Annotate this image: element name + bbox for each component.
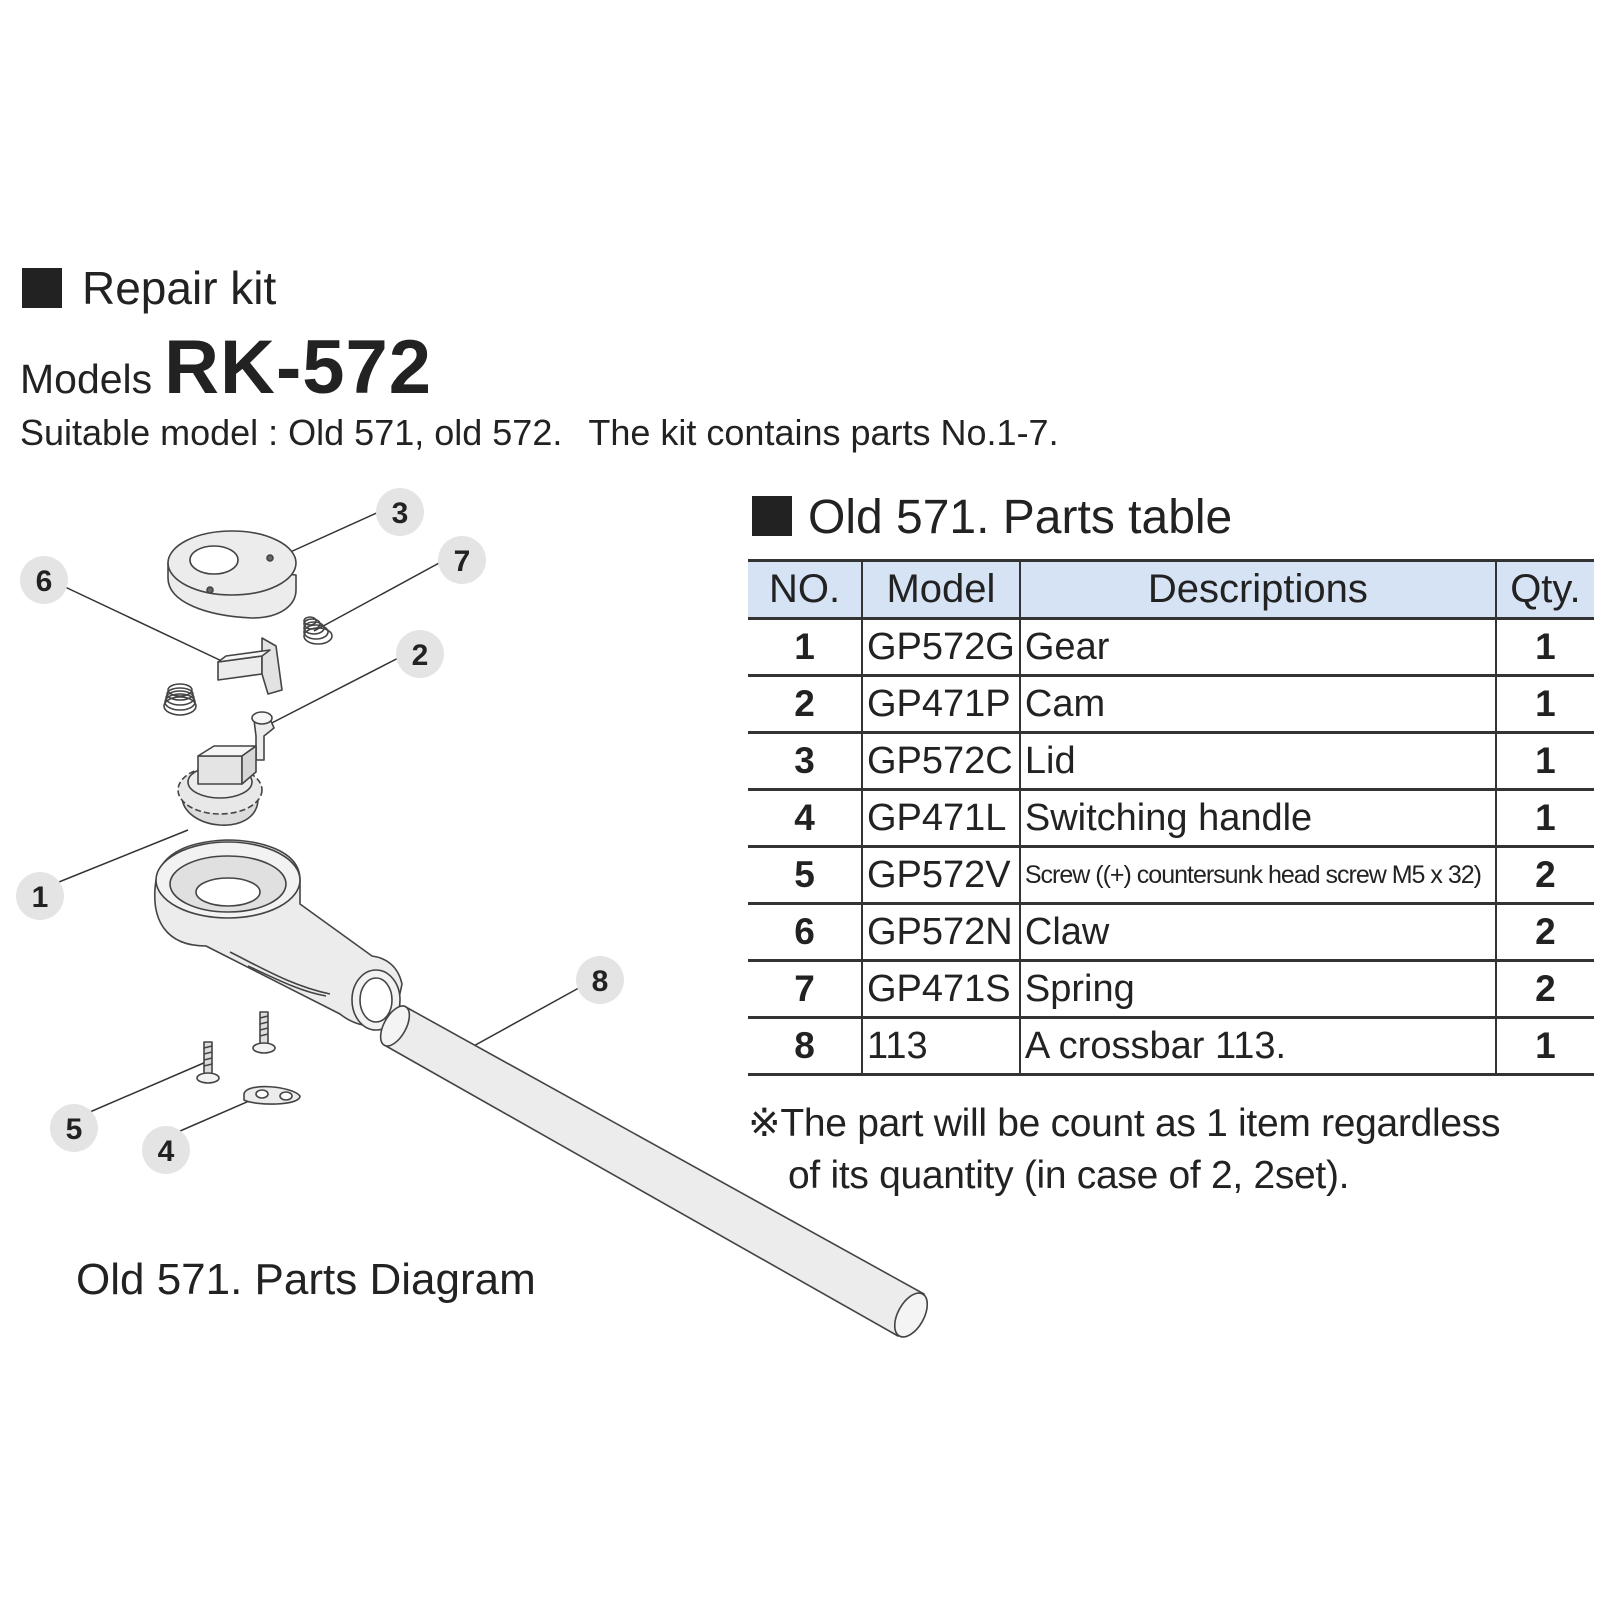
callout-2: 2 [396,630,444,678]
cell-no: 5 [748,846,863,905]
svg-text:7: 7 [454,545,471,578]
parts-table-title: Old 571. Parts table [808,491,1233,544]
callout-1: 1 [16,872,64,920]
screw-part-right [252,1011,276,1054]
heading-square-bullet [22,268,62,308]
section-heading: Repair kit [22,262,276,314]
column-header-qty: Qty. [1494,559,1594,620]
callout-8: 8 [576,956,624,1004]
cell-no: 6 [748,903,863,962]
leader-line-6 [45,577,227,664]
cell-no: 4 [748,789,863,848]
cell-model: GP572G [861,618,1021,677]
column-header-model: Model [861,559,1021,620]
callout-7: 7 [438,536,486,584]
quantity-note: ※The part will be count as 1 item regard… [748,1098,1500,1202]
diagram-caption: Old 571. Parts Diagram [76,1255,536,1304]
cell-model: GP471S [861,960,1021,1019]
screw-part-left [196,1041,220,1084]
svg-text:8: 8 [592,965,609,998]
cell-no: 2 [748,675,863,734]
svg-text:4: 4 [158,1135,175,1168]
cell-model: GP572C [861,732,1021,791]
cell-model: GP572N [861,903,1021,962]
svg-text:1: 1 [32,881,49,914]
switching-handle-part [243,1085,301,1105]
cell-model: 113 [861,1017,1021,1076]
cell-qty: 2 [1494,903,1594,962]
model-code: RK-572 [164,325,433,410]
callout-5: 5 [50,1104,98,1152]
cell-description: Lid [1018,732,1497,791]
spring-part-lower [163,683,197,716]
cell-qty: 1 [1494,675,1594,734]
cell-model: GP471P [861,675,1021,734]
svg-text:2: 2 [412,639,429,672]
cell-model: GP572V [861,846,1021,905]
crossbar-part [379,1005,929,1338]
svg-text:5: 5 [66,1113,83,1146]
table-row: 6 GP572N Claw 2 [748,903,1594,962]
cam-part [251,711,275,761]
cell-qty: 1 [1494,618,1594,677]
kit-contents-text: The kit contains parts No.1-7. [588,412,1059,453]
column-header-no: NO. [748,559,863,620]
cell-description: Screw ((+) countersunk head screw M5 x 3… [1018,846,1497,905]
note-line-1: ※The part will be count as 1 item regard… [748,1102,1501,1145]
callout-6: 6 [20,556,68,604]
cell-qty: 1 [1494,1017,1594,1076]
claw-part [217,637,283,695]
heading-square-bullet [752,496,792,536]
cell-description: A crossbar 113. [1018,1017,1497,1076]
table-row: 3 GP572C Lid 1 [748,732,1594,791]
table-row: 4 GP471L Switching handle 1 [748,789,1594,848]
cell-no: 8 [748,1017,863,1076]
leader-line-5 [75,1061,207,1119]
cell-no: 7 [748,960,863,1019]
suitable-model-text: Suitable model : Old 571, old 572. [20,412,563,453]
lid-part [167,530,297,619]
parts-table-header-row: NO. Model Descriptions Qty. [748,559,1594,620]
table-row: 5 GP572V Screw ((+) countersunk head scr… [748,846,1594,905]
suitable-model-line: Suitable model : Old 571, old 572. The ki… [20,411,1059,455]
cell-no: 3 [748,732,863,791]
gear-part [177,745,263,826]
cell-description: Switching handle [1018,789,1497,848]
cell-qty: 2 [1494,960,1594,1019]
table-row: 7 GP471S Spring 2 [748,960,1594,1019]
cell-description: Spring [1018,960,1497,1019]
leader-line-1 [43,829,189,889]
column-header-descriptions: Descriptions [1018,559,1497,620]
cell-description: Gear [1018,618,1497,677]
table-row: 2 GP471P Cam 1 [748,675,1594,734]
cell-model: GP471L [861,789,1021,848]
section-title: Repair kit [82,262,277,314]
leader-line-7 [313,555,453,632]
leader-line-8 [469,983,587,1049]
models-label: Models [20,356,153,402]
cell-qty: 1 [1494,732,1594,791]
ratchet-body-part [154,839,403,1031]
table-row: 1 GP572G Gear 1 [748,618,1594,677]
cell-no: 1 [748,618,863,677]
spring-part-upper [303,616,333,645]
callout-3: 3 [376,488,424,536]
cell-description: Cam [1018,675,1497,734]
leader-line-2 [261,651,411,729]
callout-4: 4 [142,1126,190,1174]
svg-text:6: 6 [36,565,53,598]
cell-qty: 1 [1494,789,1594,848]
parts-table: NO. Model Descriptions Qty. 1 GP572G Gea… [748,559,1594,1076]
cell-qty: 2 [1494,846,1594,905]
parts-table-heading: Old 571. Parts table [752,490,1232,546]
note-line-2: of its quantity (in case of 2, 2set). [788,1154,1350,1197]
svg-text:3: 3 [392,497,409,530]
cell-description: Claw [1018,903,1497,962]
table-row: 8 113 A crossbar 113. 1 [748,1017,1594,1076]
parts-diagram: 3 7 6 2 1 8 5 4 [16,488,929,1338]
